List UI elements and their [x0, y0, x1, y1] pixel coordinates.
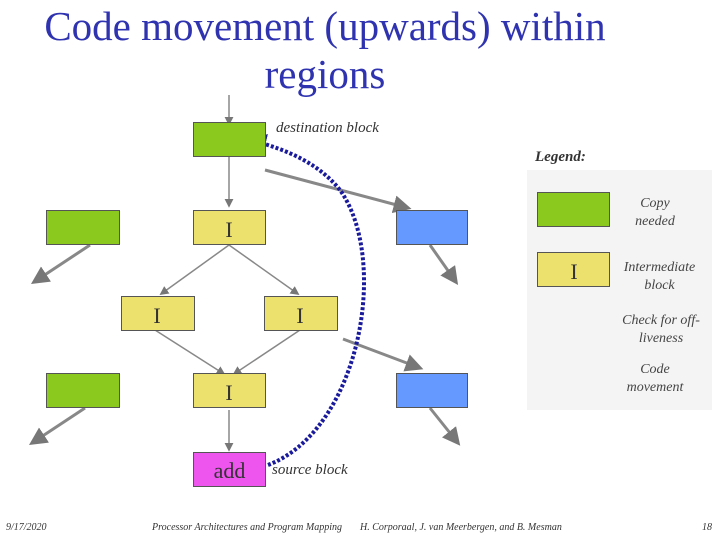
- legend-title: Legend:: [535, 149, 586, 165]
- intermediate-block-1: I: [193, 210, 266, 245]
- liveness-check-blue1: [264, 168, 412, 213]
- footer-course: Processor Architectures and Program Mapp…: [152, 522, 342, 533]
- liveness-check-green1: [30, 243, 91, 284]
- liveness-check-blue2-out: [428, 407, 461, 446]
- other-block-1: [396, 210, 468, 245]
- footer-authors: H. Corporaal, J. van Meerbergen, and B. …: [360, 522, 562, 533]
- copy-block-2: [46, 373, 120, 408]
- destination-block: [193, 122, 266, 157]
- edge-i1-to-i3: [228, 244, 300, 296]
- legend-check-text: Check for off-liveness: [622, 313, 700, 346]
- footer-page: 18: [702, 522, 712, 533]
- legend-copy-swatch: [537, 192, 610, 227]
- legend-code-movement-text: Code movement: [626, 362, 684, 395]
- edge-i3-to-i4: [232, 329, 301, 375]
- intermediate-block-4: I: [193, 373, 266, 408]
- copy-block-1: [46, 210, 120, 245]
- edge-i1-to-i2: [159, 244, 230, 296]
- source-block: add: [193, 452, 266, 487]
- intermediate-block-2: I: [121, 296, 195, 331]
- page-title: Code movement (upwards) within regions: [44, 3, 606, 97]
- edge-i2-to-i4: [154, 329, 226, 375]
- other-block-2: [396, 373, 468, 408]
- destination-label: destination block: [276, 120, 379, 136]
- code-movement-arrow: [246, 134, 367, 467]
- legend-intermediate-swatch: I: [537, 252, 610, 287]
- liveness-check-blue1-out: [428, 244, 459, 285]
- legend-intermediate-text: Intermediate block: [623, 260, 696, 293]
- footer-date: 9/17/2020: [6, 522, 47, 533]
- intermediate-block-3: I: [264, 296, 338, 331]
- legend-copy-text: Copy needed: [635, 196, 675, 229]
- source-label: source block: [272, 462, 348, 478]
- liveness-check-green2: [28, 406, 86, 445]
